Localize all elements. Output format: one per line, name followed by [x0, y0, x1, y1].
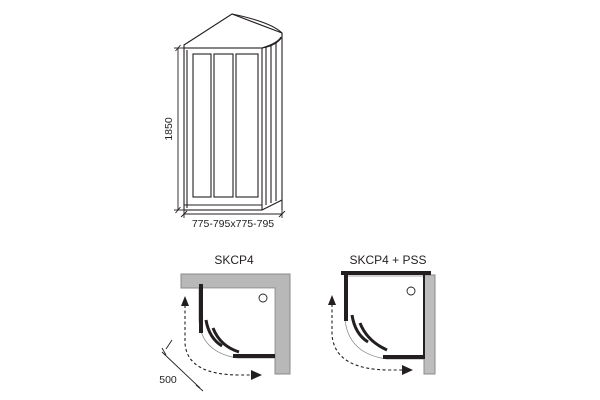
plan-right-opening-arrow: [331, 304, 403, 371]
plan-right-arrow-head-right: [402, 365, 413, 375]
plan-right-arrow-head-up: [328, 295, 336, 305]
plan-left: [161, 273, 291, 392]
width-dimension: [180, 210, 286, 218]
enclosure-top: [183, 13, 283, 49]
door-panel-1: [192, 53, 212, 198]
curved-side-glass: [261, 36, 282, 49]
plan-left-drain-icon: [258, 293, 268, 303]
plan-left-curved-door-2: [211, 327, 240, 354]
plan-left-arrow-head-up: [181, 296, 189, 306]
plan-left-arrow-head-right: [251, 370, 262, 380]
height-dimension: [174, 44, 184, 214]
plan-left-title: SKCP4: [214, 253, 254, 267]
plan-left-diag-dimension: [161, 351, 201, 389]
plan-right-curved-door-2: [358, 322, 388, 352]
width-label: 775-795x775-795: [192, 218, 274, 230]
plan-right: [328, 271, 436, 375]
plan-right-side-panel: [423, 274, 436, 375]
plan-left-opening-arrow: [184, 305, 252, 376]
enclosure-top-edge: [231, 13, 283, 34]
plan-left-dimension-label: 500: [159, 374, 177, 386]
height-label: 1850: [163, 117, 175, 141]
plan-left-wall: [180, 273, 291, 375]
door-panel-2: [213, 53, 234, 198]
front-frame: [183, 47, 263, 211]
plan-right-curved-door-1: [350, 314, 369, 344]
plan-left-curved-door-1: [204, 319, 223, 348]
plan-right-drain-icon: [406, 286, 416, 296]
elevation-view: [183, 13, 283, 211]
door-panel-3: [235, 53, 259, 198]
plan-right-title: SKCP4 + PSS: [349, 253, 426, 267]
